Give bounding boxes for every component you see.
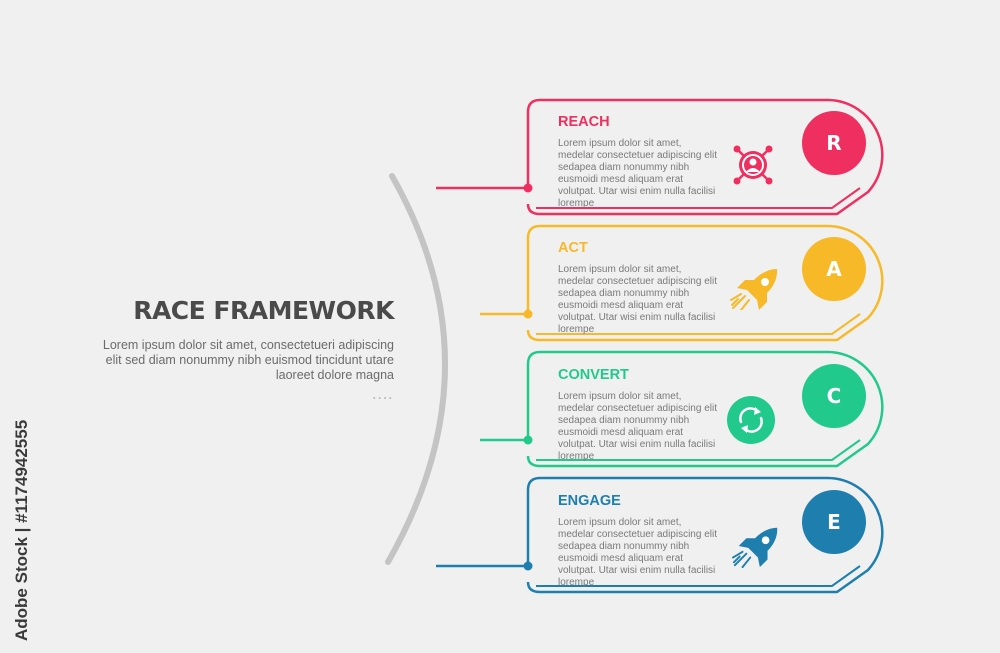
connector-dot: [523, 561, 533, 571]
rocket-icon: [730, 269, 778, 310]
step-title: CONVERT: [558, 367, 629, 383]
refresh-cycle-icon: [727, 396, 775, 444]
step-frame: [436, 476, 884, 594]
step-body: Lorem ipsum dolor sit amet, medelar cons…: [558, 517, 717, 588]
rocket-icon: [731, 527, 778, 568]
watermark-text: Adobe Stock | #1174942555: [12, 419, 31, 641]
step-letter-badge: A: [802, 237, 866, 301]
decorative-dots: ....: [372, 388, 394, 402]
connector-dot: [523, 183, 533, 193]
step-body: Lorem ipsum dolor sit amet, medelar cons…: [558, 391, 717, 462]
step-frame: [480, 350, 884, 468]
step-frame: [436, 98, 884, 216]
step-title: ACT: [558, 240, 588, 256]
connector-dot: [523, 435, 533, 445]
central-arc: [385, 173, 448, 565]
step-letter-badge: C: [802, 364, 866, 428]
page-title: RACE FRAMEWORK: [133, 296, 394, 325]
watermark: Adobe Stock | #1174942555: [6, 405, 36, 645]
step-title: ENGAGE: [558, 493, 621, 509]
page-description: Lorem ipsum dolor sit amet, consectetuer…: [102, 338, 394, 382]
step-body: Lorem ipsum dolor sit amet, medelar cons…: [558, 264, 717, 335]
connector-dot: [523, 309, 533, 319]
step-title: REACH: [558, 114, 610, 130]
step-letter-badge: R: [802, 111, 866, 175]
step-body: Lorem ipsum dolor sit amet, medelar cons…: [558, 138, 717, 209]
step-frame: [480, 224, 884, 342]
step-letter-badge: E: [802, 490, 866, 554]
target-user-icon: [733, 145, 773, 185]
